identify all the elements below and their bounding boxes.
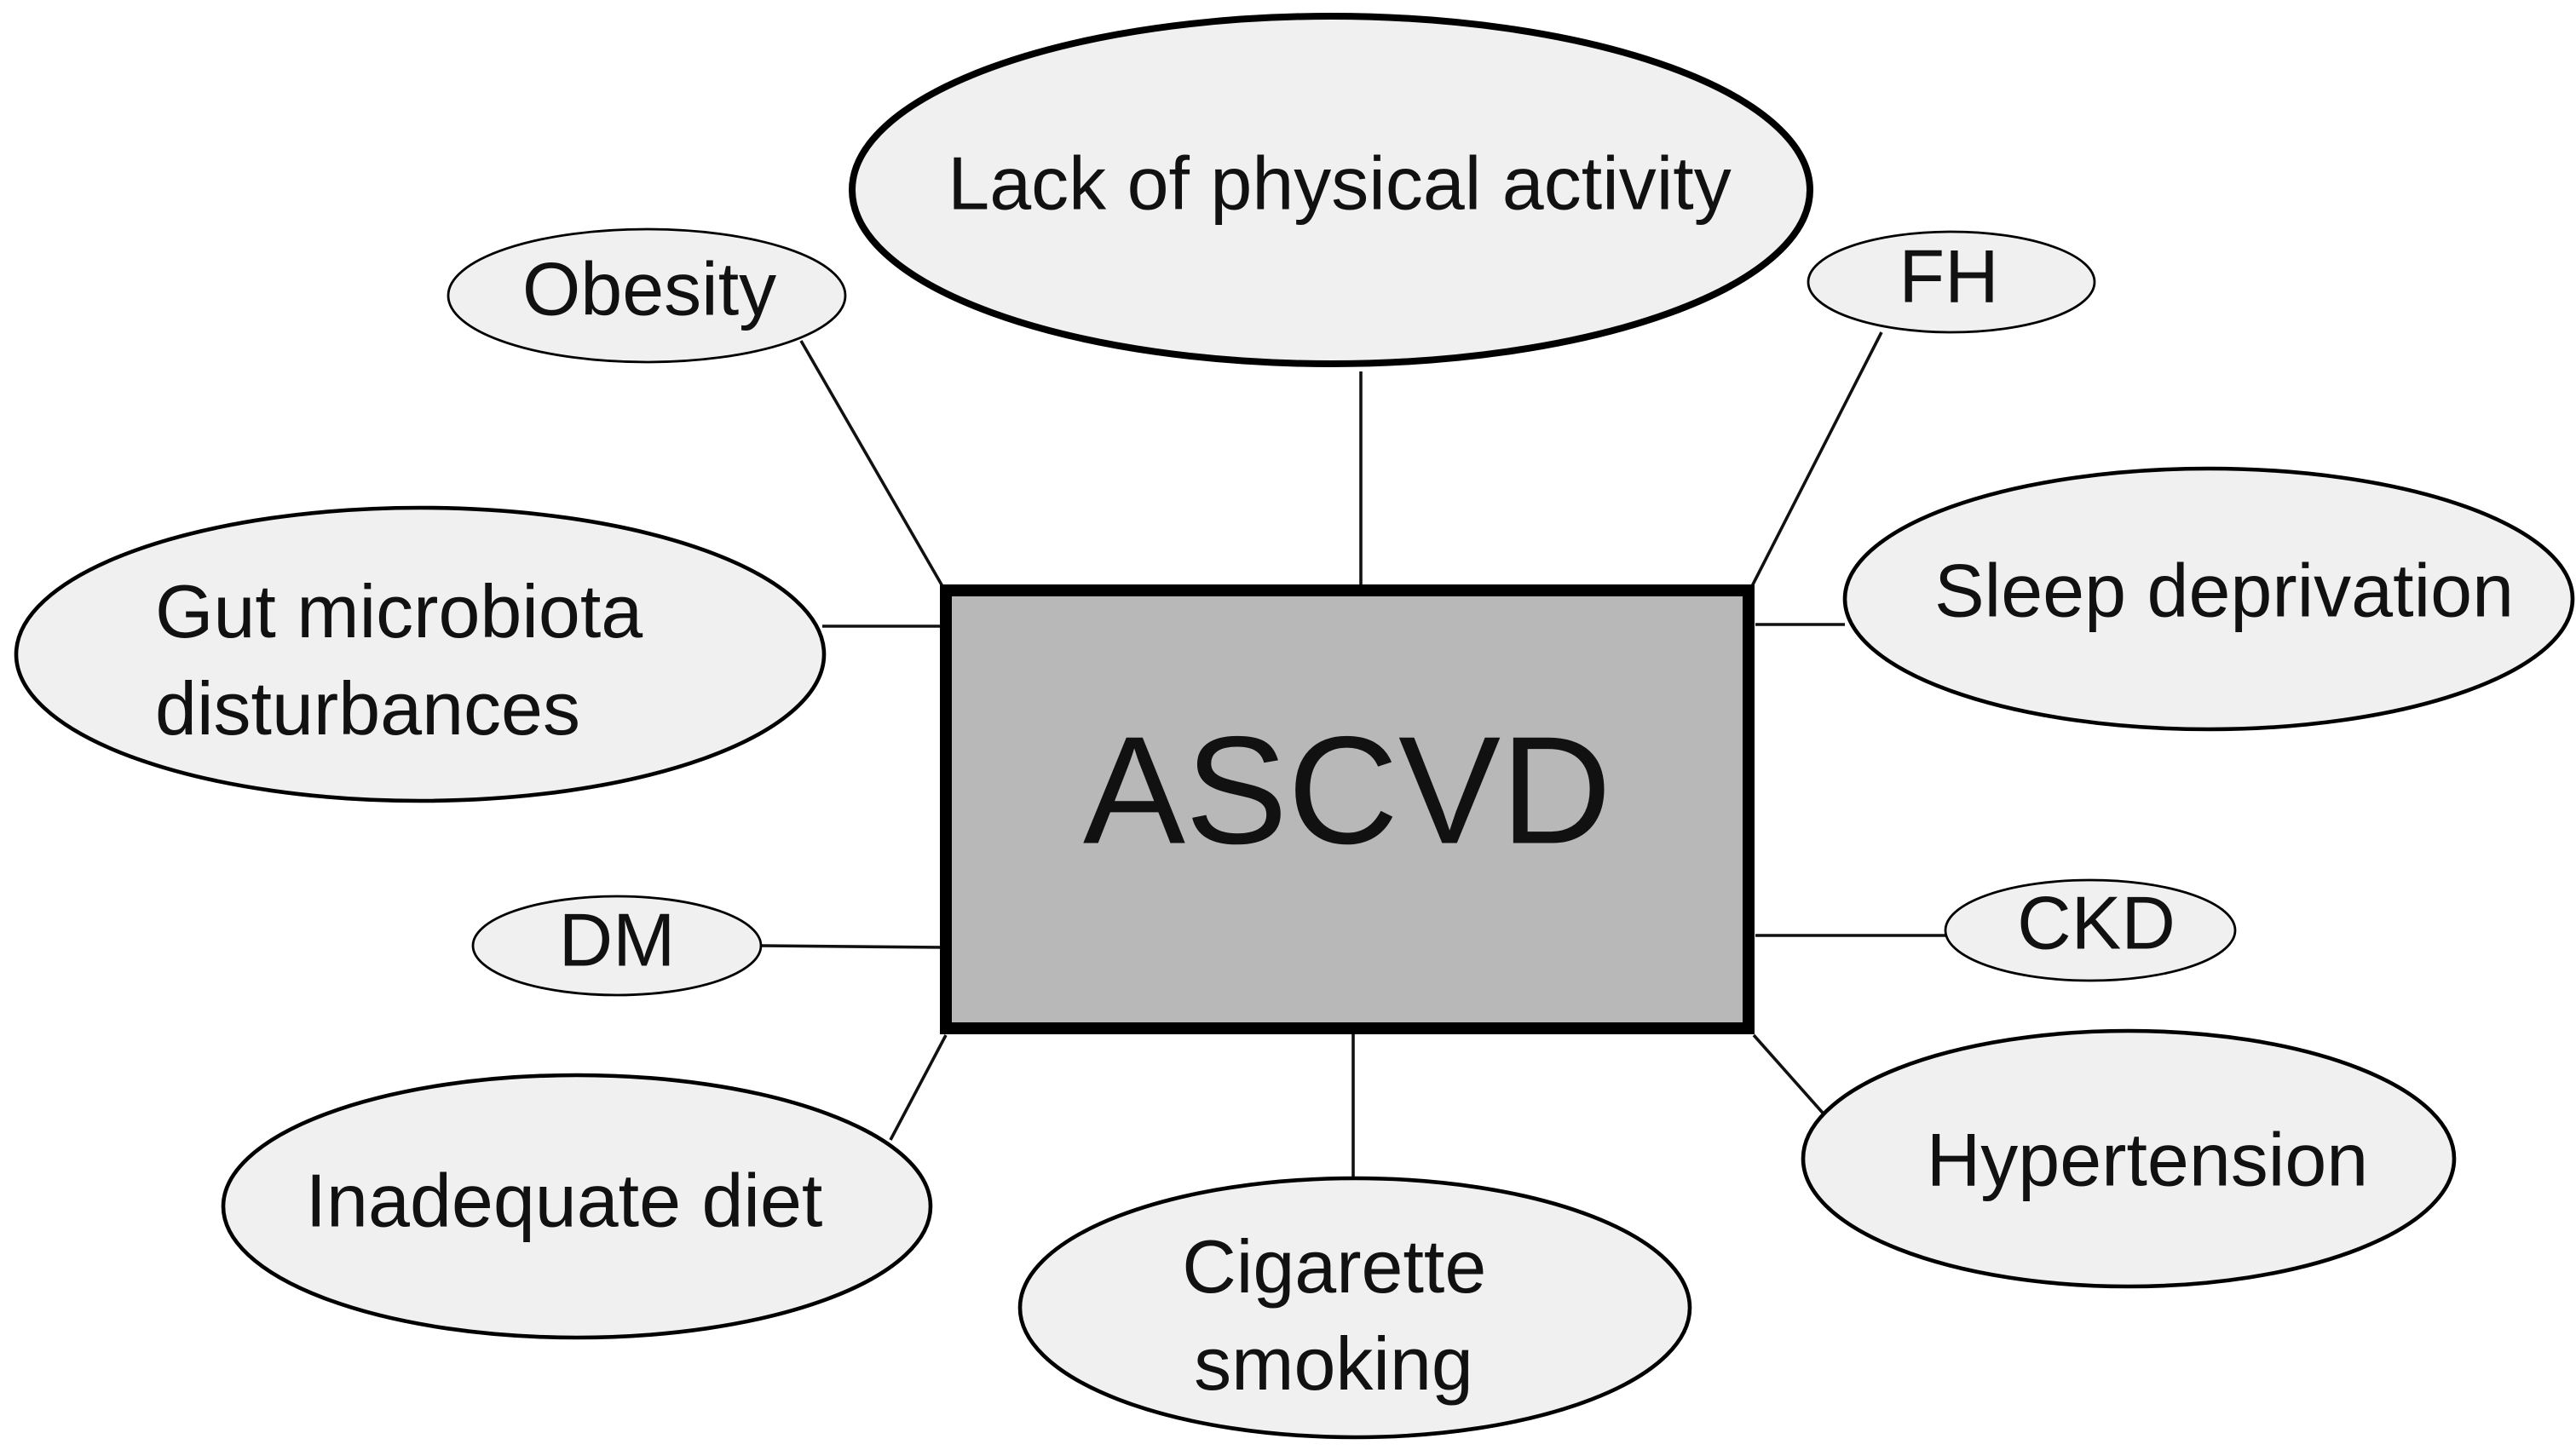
factor-physical-activity-label: Lack of physical activity bbox=[948, 141, 1732, 225]
factor-hypertension-ellipse bbox=[1801, 1028, 2457, 1289]
factor-physical-activity: Lack of physical activity bbox=[849, 13, 1813, 367]
factor-fh-ellipse bbox=[1807, 230, 2096, 334]
connectors bbox=[760, 331, 1945, 1193]
factor-ckd-ellipse bbox=[1944, 878, 2237, 982]
factor-gut-microbiota-ellipse bbox=[14, 505, 827, 803]
factor-dm: DM bbox=[471, 895, 763, 997]
factor-gut-microbiota-label: Gut microbiota disturbances bbox=[155, 569, 664, 751]
factor-inadequate-diet-label: Inadequate diet bbox=[306, 1158, 823, 1242]
factor-dm-label: DM bbox=[559, 897, 676, 981]
factor-cigarette-smoking: Cigarette smoking bbox=[1017, 1176, 1692, 1440]
factor-obesity-ellipse bbox=[447, 227, 847, 364]
factor-sleep-deprivation-label: Sleep deprivation bbox=[1934, 548, 2514, 632]
center-box bbox=[940, 584, 1755, 1034]
factor-ckd-label: CKD bbox=[2017, 880, 2175, 964]
factor-gut-microbiota-line2: disturbances bbox=[155, 666, 580, 751]
factor-obesity: Obesity bbox=[447, 227, 847, 364]
factor-cigarette-smoking-line2: smoking bbox=[1194, 1321, 1473, 1406]
factor-sleep-deprivation: Sleep deprivation bbox=[1842, 466, 2575, 732]
factor-hypertension: Hypertension bbox=[1801, 1028, 2457, 1289]
factor-cigarette-smoking-line1: Cigarette bbox=[1182, 1224, 1486, 1309]
connector-dm bbox=[760, 944, 945, 949]
connector-hypertension bbox=[1752, 1033, 1836, 1128]
center-node: ASCVD bbox=[940, 584, 1755, 1034]
factor-cigarette-smoking-ellipse bbox=[1017, 1176, 1692, 1440]
factor-obesity-label: Obesity bbox=[522, 246, 776, 331]
factor-cigarette-smoking-label: Cigarette smoking bbox=[1182, 1224, 1507, 1406]
connector-fh bbox=[1749, 331, 1883, 589]
connector-obesity bbox=[799, 340, 948, 593]
factor-gut-microbiota-line1: Gut microbiota bbox=[155, 569, 643, 653]
factor-sleep-deprivation-ellipse bbox=[1842, 466, 2575, 732]
factor-gut-microbiota: Gut microbiota disturbances bbox=[14, 505, 827, 803]
connector-inadequate-diet bbox=[889, 1034, 948, 1141]
factor-inadequate-diet-ellipse bbox=[221, 1073, 933, 1340]
factor-hypertension-label: Hypertension bbox=[1927, 1117, 2369, 1201]
factor-ckd: CKD bbox=[1944, 878, 2237, 982]
factor-dm-ellipse bbox=[471, 895, 763, 997]
center-label: ASCVD bbox=[1083, 705, 1611, 877]
factor-inadequate-diet: Inadequate diet bbox=[221, 1073, 933, 1340]
factor-fh-label: FH bbox=[1899, 233, 1998, 318]
factor-physical-activity-ellipse bbox=[849, 13, 1813, 367]
factor-fh: FH bbox=[1807, 230, 2096, 334]
